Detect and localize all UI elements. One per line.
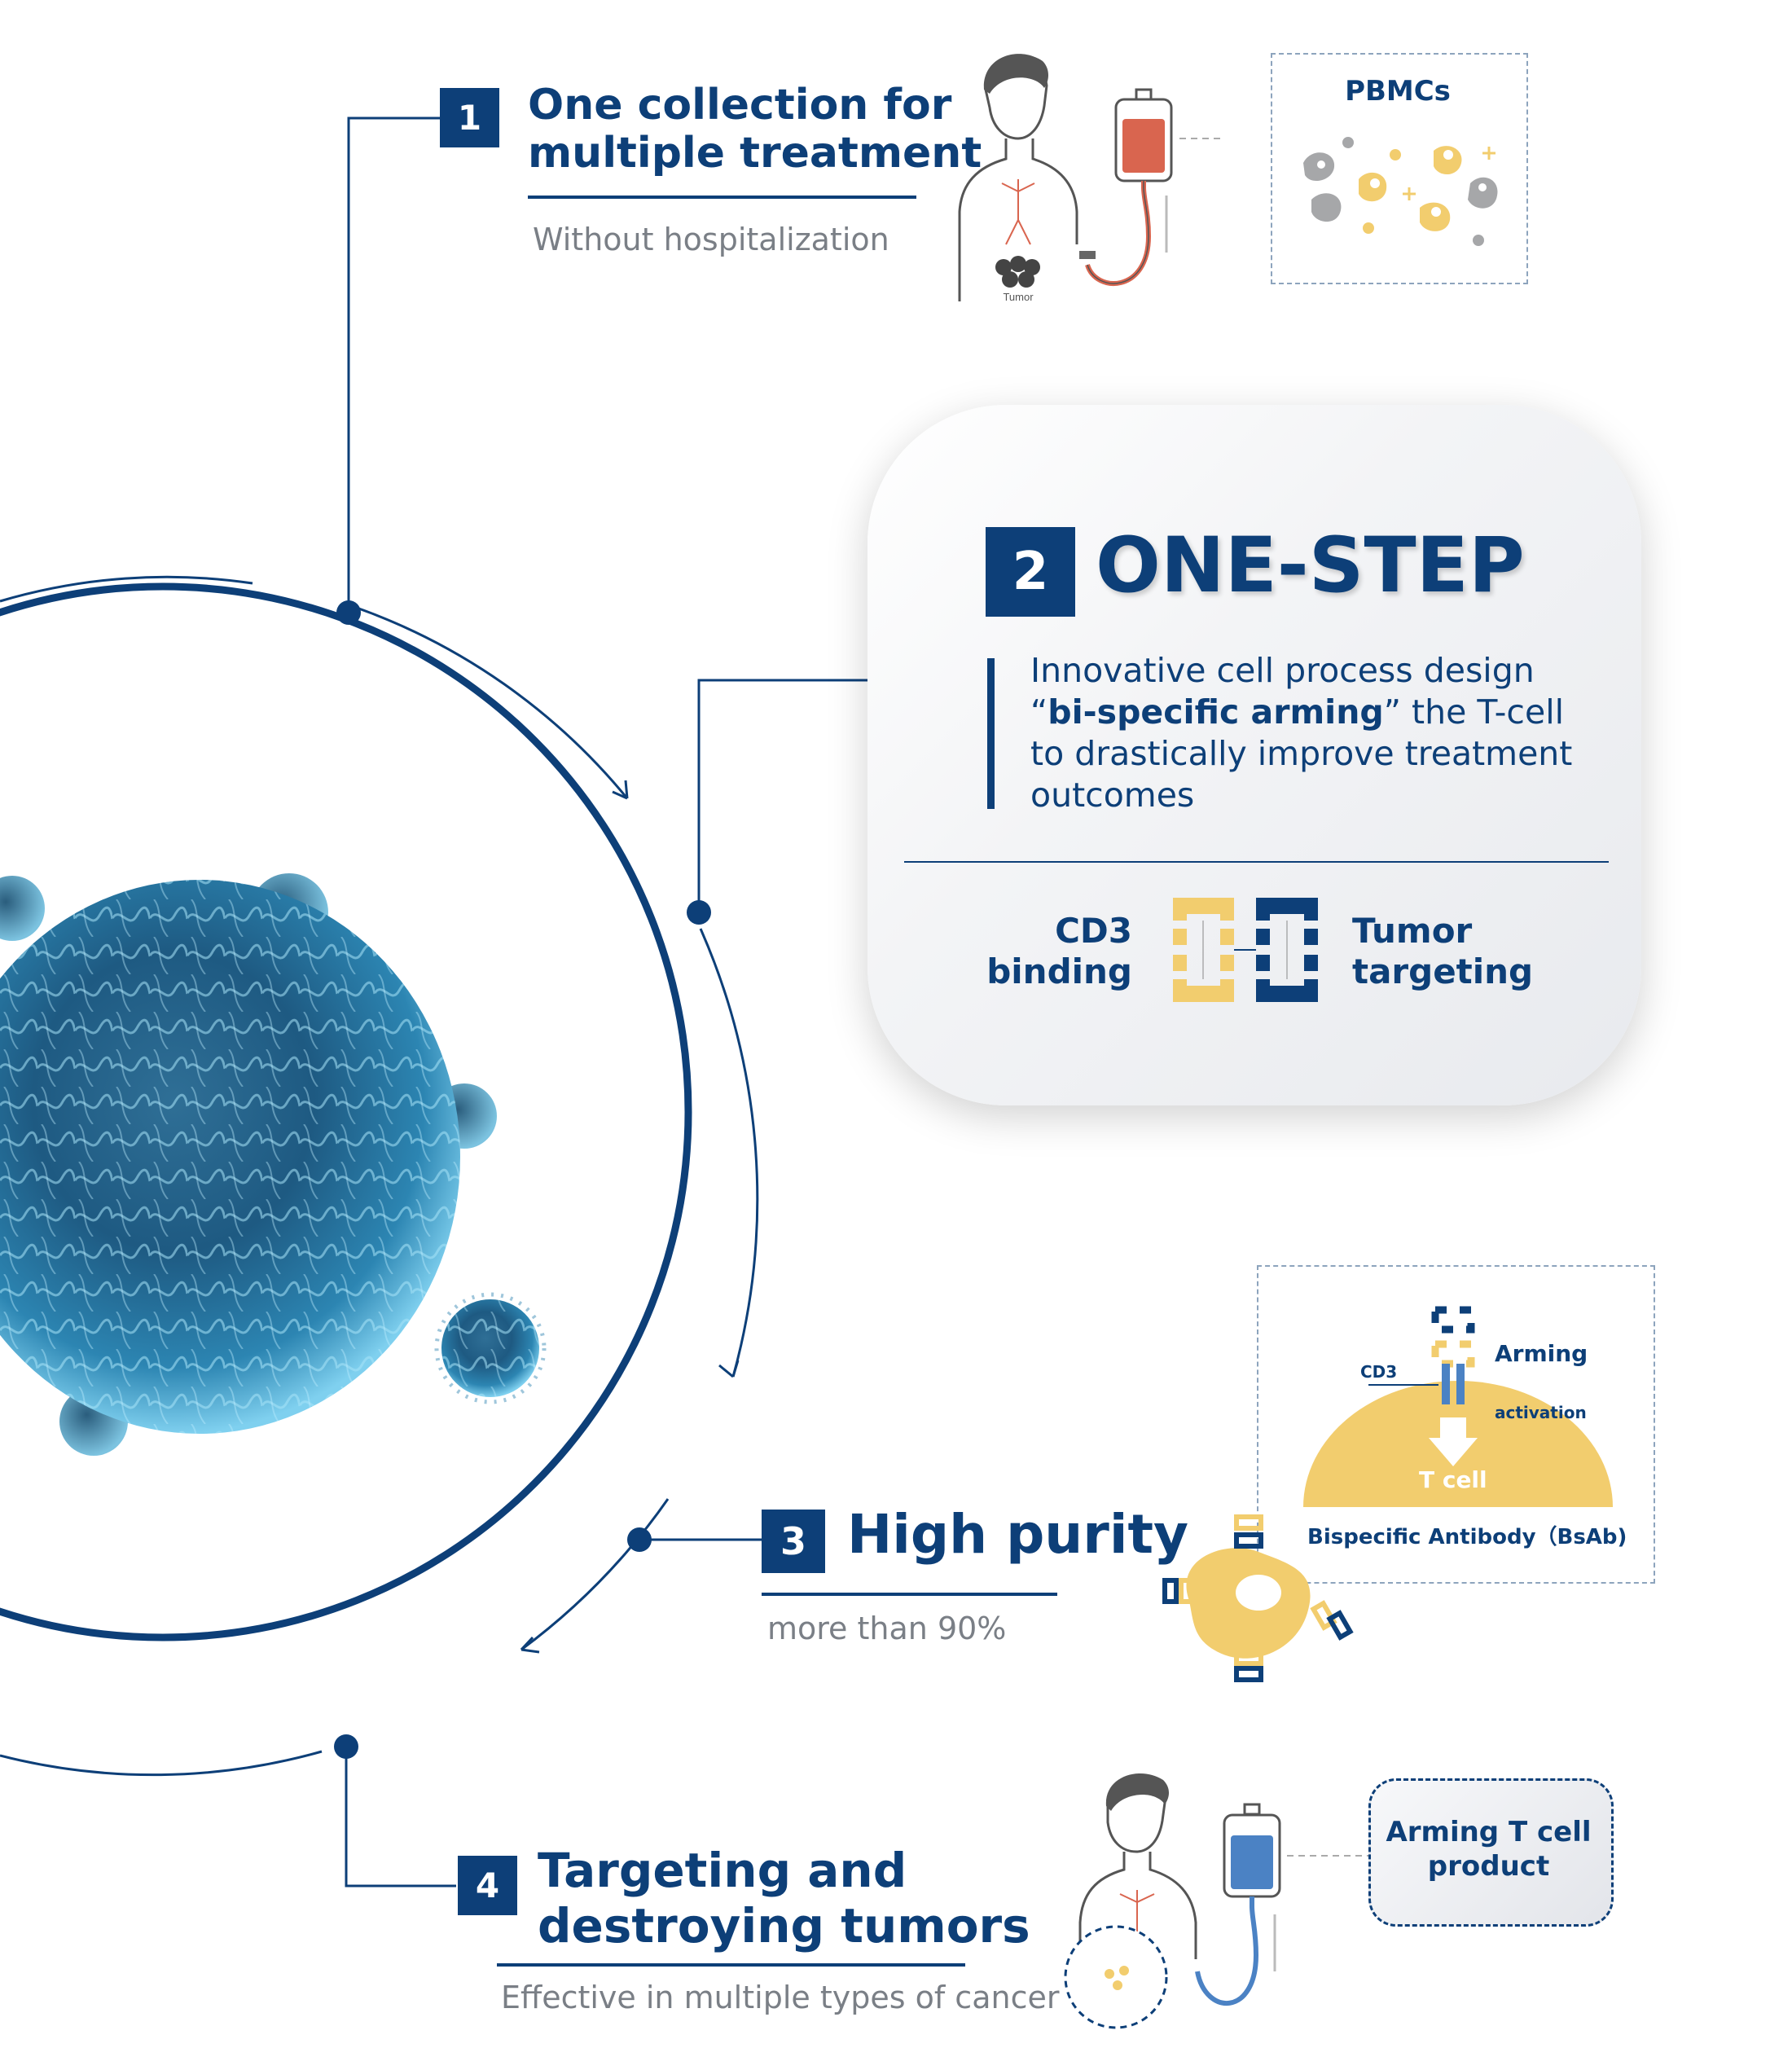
step-4-number: 4 bbox=[458, 1856, 517, 1915]
bispecific-antibody-icon bbox=[1173, 898, 1318, 1002]
step-1-title-line1: One collection for bbox=[528, 81, 952, 130]
infusion-bag-icon bbox=[1195, 1803, 1281, 2006]
step-2-desc-close-rest: ” the T-cell bbox=[1383, 692, 1564, 732]
step-1-title-line2: multiple treatment bbox=[528, 128, 982, 178]
connector-dot-1 bbox=[336, 600, 361, 625]
tumor-targeting-line2: targeting bbox=[1352, 951, 1534, 991]
connector-dot-4 bbox=[334, 1734, 358, 1759]
bsab-box bbox=[1257, 1265, 1655, 1584]
outer-arc-top bbox=[0, 575, 253, 603]
pbmcs-cells-icon bbox=[1303, 137, 1498, 246]
tumor-targeting-label: Tumor targeting bbox=[1352, 911, 1533, 992]
bsab-label: Bispecific Antibody（BsAb) bbox=[1307, 1525, 1627, 1549]
step-2-desc-line3: to drastically improve treatment bbox=[1030, 734, 1573, 773]
tumor-cell-image bbox=[0, 873, 547, 1456]
arming-product-line1: Arming T cell bbox=[1386, 1816, 1592, 1848]
step-1-subtitle: Without hospitalization bbox=[533, 222, 889, 257]
step-3-underline bbox=[762, 1593, 1057, 1596]
tumor-zoom-circle bbox=[1064, 1925, 1168, 2029]
activation-label: activation bbox=[1495, 1403, 1587, 1422]
step-3-title: High purity bbox=[847, 1503, 1189, 1566]
step-4-underline bbox=[497, 1963, 965, 1967]
main-ring bbox=[0, 582, 692, 1641]
step-2-desc-open-quote: “ bbox=[1030, 692, 1048, 732]
outer-arc-bottom bbox=[0, 1750, 323, 1777]
step-4-subtitle: Effective in multiple types of cancer bbox=[501, 1980, 1060, 2015]
connector-2 bbox=[697, 679, 869, 912]
step-2-desc-bold: bi-specific arming bbox=[1048, 692, 1384, 732]
step-2-number: 2 bbox=[986, 527, 1075, 617]
cd3-label: CD3 bbox=[1360, 1362, 1398, 1382]
patient-collection-illustration: Tumor bbox=[958, 54, 1222, 303]
step-3-subtitle: more than 90% bbox=[767, 1611, 1007, 1646]
connector-1 bbox=[347, 116, 440, 613]
step-2-accent-bar bbox=[987, 658, 995, 809]
step-4-title: Targeting and destroying tumors bbox=[538, 1843, 1030, 1954]
step-2-title: ONE-STEP bbox=[1096, 521, 1525, 610]
arming-product-box bbox=[1368, 1778, 1614, 1927]
pbmcs-label: PBMCs bbox=[1345, 75, 1451, 108]
step-3-number: 3 bbox=[762, 1510, 825, 1573]
step-2-desc-line4: outcomes bbox=[1030, 776, 1195, 815]
tcell-arming-icon bbox=[1303, 1306, 1613, 1507]
step-1-underline bbox=[528, 196, 916, 199]
outer-arc-low bbox=[520, 1498, 670, 1651]
cd3-binding-line2: binding bbox=[986, 951, 1132, 991]
step-1-number: 1 bbox=[440, 88, 499, 147]
outer-arc-right bbox=[354, 605, 629, 799]
tcell-label: T cell bbox=[1419, 1466, 1487, 1493]
patient-infusion-illustration bbox=[1064, 1773, 1368, 2029]
step-1-title: One collection for multiple treatment bbox=[528, 81, 982, 178]
tumor-targeting-line1: Tumor bbox=[1352, 911, 1473, 951]
tumor-icon bbox=[995, 256, 1040, 288]
connector-dot-3 bbox=[627, 1527, 652, 1552]
step-2-divider bbox=[904, 861, 1609, 863]
cd3-binding-line1: CD3 bbox=[1055, 911, 1132, 951]
arming-product-label: Arming T cell product bbox=[1368, 1815, 1609, 1883]
step-2-desc-line2: “bi-specific arming” the T-cell bbox=[1030, 692, 1572, 733]
arming-label: Arming bbox=[1495, 1340, 1588, 1367]
outer-arc-mid bbox=[699, 928, 759, 1378]
step-2-description: Innovative cell process design “bi-speci… bbox=[1030, 650, 1572, 816]
step-4-title-line2: destroying tumors bbox=[538, 1898, 1030, 1954]
connector-dot-2 bbox=[687, 900, 711, 925]
cd3-binding-label: CD3 binding bbox=[961, 911, 1132, 992]
pbmcs-box bbox=[1271, 53, 1528, 284]
step-2-desc-line1: Innovative cell process design bbox=[1030, 651, 1535, 690]
blood-bag-icon bbox=[1085, 88, 1173, 286]
arming-product-line2: product bbox=[1427, 1850, 1550, 1883]
one-step-card bbox=[867, 405, 1641, 1105]
tumor-label: Tumor bbox=[1003, 291, 1034, 303]
connector-4 bbox=[345, 1747, 456, 1888]
armed-tcell-icon bbox=[1162, 1514, 1354, 1682]
step-4-title-line1: Targeting and bbox=[538, 1843, 907, 1898]
